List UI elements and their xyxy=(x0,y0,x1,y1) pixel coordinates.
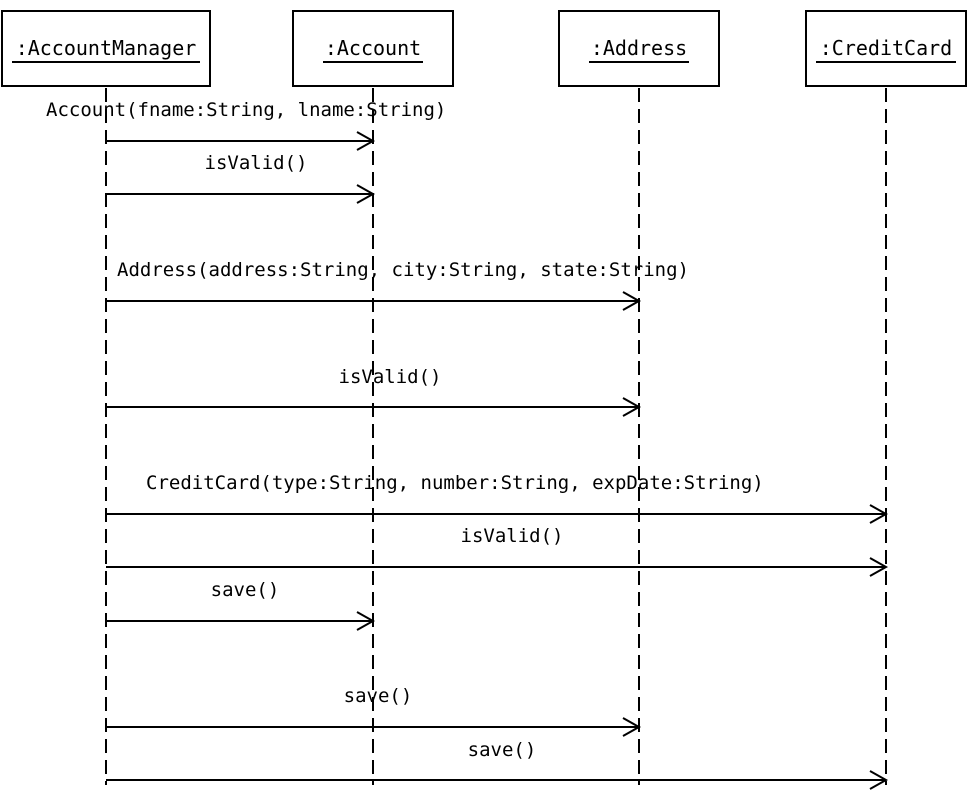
object-accountmanager: :AccountManager xyxy=(1,10,211,87)
message-creditcard-constructor: CreditCard(type:String, number:String, e… xyxy=(106,472,889,524)
object-account-label: :Account xyxy=(325,36,421,60)
object-address: :Address xyxy=(558,10,720,87)
message-label: Account(fname:String, lname:String) xyxy=(46,99,446,121)
arrowhead-open xyxy=(356,184,376,204)
arrowhead-open xyxy=(869,770,889,790)
message-label: isValid() xyxy=(339,366,442,388)
arrowhead-open xyxy=(622,717,642,737)
message-creditcard-isvalid: isValid() xyxy=(106,525,889,577)
message-account-isvalid: isValid() xyxy=(106,152,376,204)
message-label: isValid() xyxy=(205,152,308,174)
message-creditcard-save: save() xyxy=(106,739,889,790)
message-label: save() xyxy=(344,685,413,707)
message-label: save() xyxy=(211,579,280,601)
message-address-isvalid: isValid() xyxy=(106,366,642,417)
object-address-label: :Address xyxy=(591,36,687,60)
arrowhead-open xyxy=(356,131,376,151)
message-address-constructor: Address(address:String, city:String, sta… xyxy=(106,259,689,311)
object-accountmanager-label: :AccountManager xyxy=(16,36,197,60)
arrowhead-open xyxy=(356,611,376,631)
object-account: :Account xyxy=(292,10,454,87)
message-label: Address(address:String, city:String, sta… xyxy=(117,259,689,281)
object-creditcard: :CreditCard xyxy=(805,10,967,87)
message-address-save: save() xyxy=(106,685,642,737)
arrowhead-open xyxy=(869,557,889,577)
message-label: CreditCard(type:String, number:String, e… xyxy=(146,472,764,494)
arrowhead-open xyxy=(622,397,642,417)
arrowhead-open xyxy=(869,504,889,524)
message-account-constructor: Account(fname:String, lname:String) xyxy=(46,99,446,151)
arrowhead-open xyxy=(622,291,642,311)
message-label: save() xyxy=(468,739,537,761)
message-label: isValid() xyxy=(461,525,564,547)
object-creditcard-label: :CreditCard xyxy=(820,36,952,60)
message-account-save: save() xyxy=(106,579,376,631)
